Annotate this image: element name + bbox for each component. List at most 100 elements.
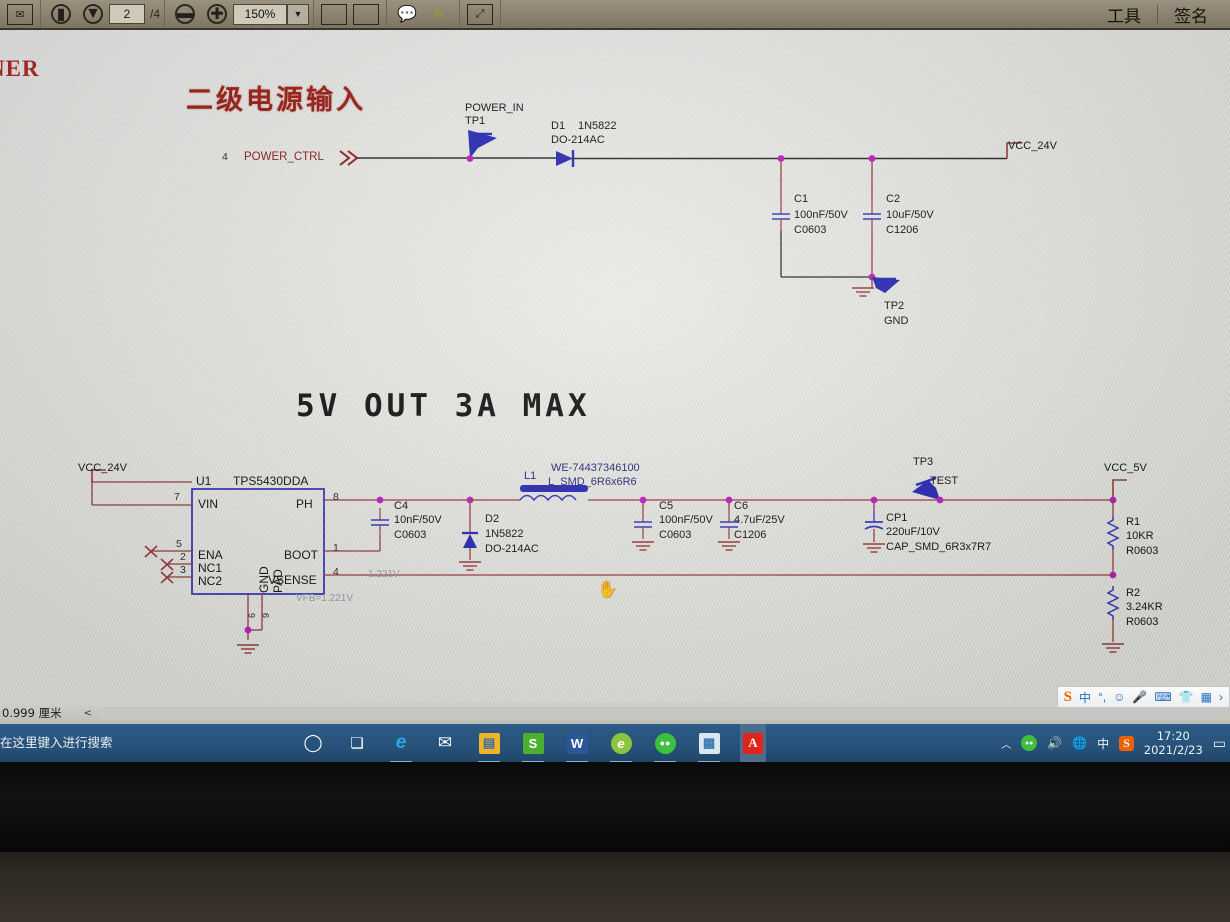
tp1-net-label: POWER_IN	[465, 102, 524, 114]
c6-ref-label: C6	[734, 500, 749, 512]
c6-package-label: C1206	[734, 529, 767, 541]
c5-value-label: 100nF/50V	[659, 514, 713, 526]
page-up-icon[interactable]: ▮	[48, 2, 74, 26]
system-tray: ︿ ●● 🔊 🌐 中 S 17:20 2021/2/23 ▭	[1001, 724, 1226, 762]
zoom-level-input[interactable]: 150%	[233, 3, 288, 25]
net-label-vcc24v-top: VCC_24V	[1008, 140, 1057, 152]
ime-emoji-icon[interactable]: ☺	[1113, 690, 1126, 704]
desk-surface	[0, 852, 1230, 922]
toolbar-group-zoom: ▬ ✚ 150% ▼	[165, 0, 315, 28]
word-icon[interactable]: W	[564, 730, 590, 763]
cp1-ref-label: CP1	[886, 512, 908, 524]
tp2-net-label: GND	[884, 315, 909, 327]
d1-part-label: 1N5822	[578, 120, 617, 132]
c6-value-label: 4.7uF/25V	[734, 514, 785, 526]
u1-vfb-note: VFB=1.221V	[296, 593, 353, 604]
chevron-down-icon[interactable]: ▼	[287, 3, 310, 25]
d1-ref-label: D1	[551, 120, 566, 132]
cp1-package-label: CAP_SMD_6R3x7R7	[886, 541, 992, 553]
tp1-ref-label: TP1	[465, 115, 486, 127]
envelope-icon[interactable]: ✉	[7, 2, 33, 26]
edge-icon[interactable]: e	[388, 730, 414, 763]
acrobat-icon[interactable]: A	[740, 724, 766, 762]
inductor-l1-symbol	[519, 485, 588, 502]
test-point-tp3-symbol	[912, 476, 940, 500]
screenshot-icon[interactable]: ▩	[696, 730, 722, 763]
sogou-ime-toolbar[interactable]: S 中 °, ☺ 🎤 ⌨ 👕 ▦ ›	[1056, 686, 1230, 708]
mail-icon[interactable]: ✉	[437, 733, 453, 752]
u1-pin-pad-label: PAD	[271, 569, 285, 593]
windows-search-box[interactable]: 在这里键入进行搜索	[0, 735, 113, 750]
tab-tools[interactable]: 工具	[1107, 6, 1141, 26]
net-label-vcc5v: VCC_5V	[1104, 462, 1147, 474]
pdf-page-canvas[interactable]: NER	[0, 30, 1230, 702]
feedback-net-label: 1.221V	[368, 569, 400, 580]
toolbar-group-fit	[314, 0, 388, 28]
test-point-tp1-symbol	[468, 130, 497, 158]
ime-more-icon[interactable]: ›	[1219, 690, 1223, 704]
diode-d1-symbol	[556, 150, 575, 167]
toolbar-menus: 工具 签名	[1091, 0, 1230, 28]
r2-ref-label: R2	[1126, 587, 1141, 599]
page-down-icon[interactable]: ▼	[80, 2, 106, 26]
ime-punctuation-icon[interactable]: °,	[1098, 690, 1107, 704]
u1-pin-nc2-label: NC2	[198, 574, 223, 588]
resistor-r2-symbol	[1107, 585, 1119, 621]
sogou-logo-icon[interactable]: S	[1063, 688, 1072, 705]
u1-pin-vsense-label: VSENSE	[268, 573, 317, 587]
tp2-ref-label: TP2	[884, 300, 905, 312]
u1-pin-ena-label: ENA	[198, 548, 223, 562]
tray-wechat-icon[interactable]: ●●	[1021, 735, 1038, 751]
c2-value-label: 10uF/50V	[886, 209, 934, 221]
zoom-in-icon[interactable]: ✚	[204, 2, 230, 26]
ic-u1-body	[191, 488, 325, 595]
u1-pin-3-number: 3	[180, 564, 186, 576]
c4-value-label: 10nF/50V	[394, 514, 442, 526]
u1-pin-gnd-label: GND	[257, 566, 271, 593]
junction-dot	[868, 155, 876, 162]
tray-chevron-icon[interactable]: ︿	[1001, 739, 1012, 751]
page-number-input[interactable]: 2	[109, 4, 145, 24]
wechat-icon[interactable]: ●●	[652, 730, 678, 763]
task-view-icon[interactable]: ❏	[350, 735, 364, 752]
ime-keyboard-icon[interactable]: ⌨	[1154, 690, 1172, 704]
browser-icon[interactable]: e	[608, 730, 634, 763]
d2-package-label: DO-214AC	[485, 543, 539, 555]
zoom-out-icon[interactable]: ▬	[175, 4, 196, 24]
junction-dot	[936, 496, 944, 504]
l1-package-label: L_SMD_6R6x6R6	[548, 476, 637, 488]
tray-volume-icon[interactable]: 🔊	[1047, 736, 1063, 750]
collapse-panel-button[interactable]: <	[83, 707, 92, 719]
text-edit-icon[interactable]: ✎	[433, 5, 445, 22]
page-total-label: /4	[150, 7, 161, 21]
u1-pin-5-number: 5	[176, 538, 182, 550]
pan-hand-cursor: ✋	[596, 578, 620, 601]
ime-voice-icon[interactable]: 🎤	[1132, 690, 1148, 704]
u1-pin-8-number: 8	[333, 491, 339, 503]
taskbar-clock[interactable]: 17:20 2021/2/23	[1144, 729, 1203, 757]
monitor-bezel: lenovo	[0, 762, 1230, 852]
tray-network-icon[interactable]: 🌐	[1072, 736, 1088, 750]
explorer-icon[interactable]: ▤	[476, 730, 502, 763]
ime-apps-icon[interactable]: ▦	[1200, 690, 1212, 704]
net-pin-number: 4	[222, 151, 228, 163]
cortana-icon[interactable]: ◯	[303, 733, 323, 752]
u1-pin-vin-label: VIN	[198, 497, 219, 511]
notification-center-icon[interactable]: ▭	[1212, 734, 1226, 751]
comment-icon[interactable]: 💬	[397, 6, 417, 23]
junction-dot	[777, 155, 785, 162]
page-width-icon[interactable]	[353, 2, 380, 26]
ime-skin-icon[interactable]: 👕	[1178, 690, 1194, 704]
net-label-vcc24v-left: VCC_24V	[78, 462, 127, 474]
toolbar-group-nav: ▮ ▼ 2 /4	[41, 0, 166, 28]
wps-icon[interactable]: S	[520, 730, 546, 763]
tray-sogou-icon[interactable]: S	[1119, 735, 1134, 751]
tray-language-icon[interactable]: 中	[1097, 736, 1110, 751]
ime-lang-toggle[interactable]: 中	[1079, 690, 1092, 705]
tab-sign[interactable]: 签名	[1174, 6, 1208, 26]
fullscreen-icon[interactable]: ⤢	[467, 2, 494, 26]
c5-package-label: C0603	[659, 529, 692, 541]
page-fit-icon[interactable]	[321, 2, 348, 26]
taskbar-app-list: ◯ ❏ e ✉ ▤ S W e ●● ▩ A	[300, 724, 766, 763]
u1-part-label: TPS5430DDA	[233, 474, 309, 488]
